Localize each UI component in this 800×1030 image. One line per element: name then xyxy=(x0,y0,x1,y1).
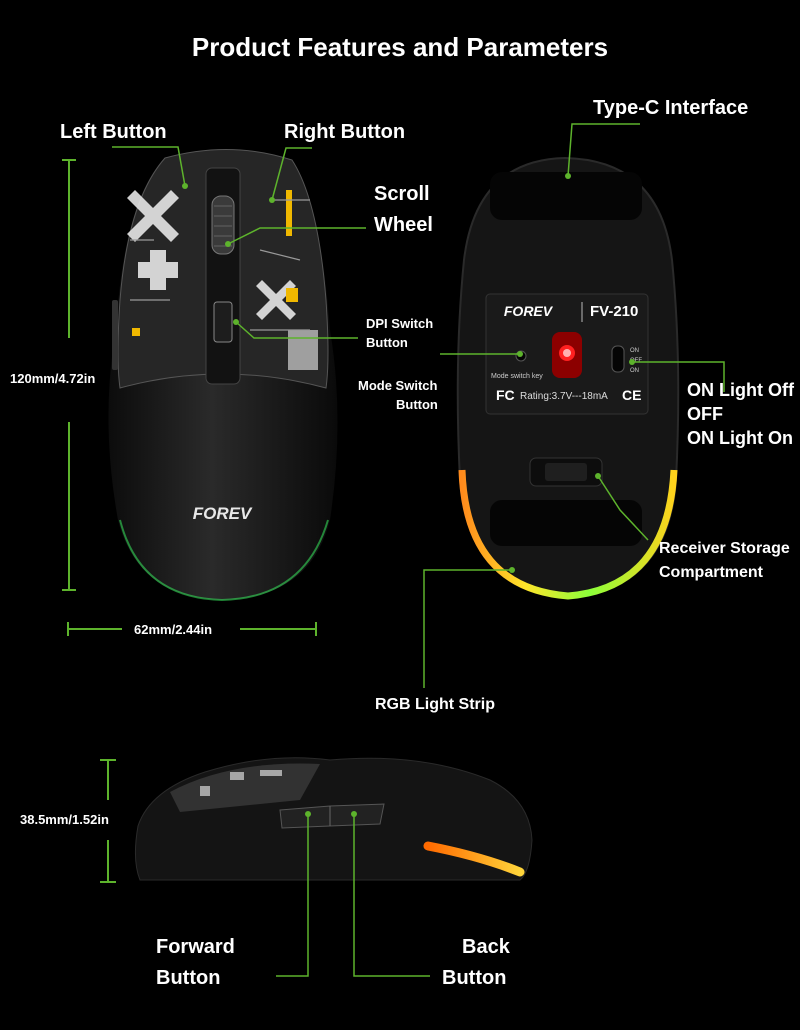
model-number: FV-210 xyxy=(590,303,638,320)
page-title: Product Features and Parameters xyxy=(191,32,609,62)
receiver-storage-label-line2: Compartment xyxy=(659,564,764,581)
mode-switch-key-label: Mode switch key xyxy=(491,373,543,380)
light-mode-1: ON Light Off xyxy=(687,380,794,400)
type-c-label: Type-C Interface xyxy=(593,97,749,119)
dpi-switch-label-line1: DPI Switch xyxy=(366,316,434,331)
leader-lines xyxy=(112,123,725,977)
forward-button-label-line2: Button xyxy=(156,967,221,989)
receiver-storage-label-line1: Receiver Storage xyxy=(659,540,790,557)
height-dimension: 38.5mm/1.52in xyxy=(20,812,109,827)
scroll-wheel-label-line1: Scroll xyxy=(374,183,430,205)
mode-switch-label-line1: Mode Switch xyxy=(358,378,438,393)
top-brand-logo: FOREV xyxy=(193,504,253,523)
switch-on-label-2: ON xyxy=(630,368,639,374)
left-button-label: Left Button xyxy=(60,121,167,143)
back-button-label-line2: Button xyxy=(442,967,507,989)
width-dimension: 62mm/2.44in xyxy=(134,622,213,637)
right-button-label: Right Button xyxy=(284,121,406,143)
mode-switch-label-line2: Button xyxy=(396,397,438,412)
side-view-mouse xyxy=(134,757,533,881)
light-mode-2: OFF xyxy=(687,404,723,424)
dpi-switch-label-line2: Button xyxy=(366,335,408,350)
fc-mark: FC xyxy=(496,387,515,403)
rating-label: Rating:3.7V---18mA xyxy=(520,391,608,402)
forward-button-label-line1: Forward xyxy=(156,936,235,958)
ce-mark: CE xyxy=(622,387,641,403)
rgb-light-strip-label: RGB Light Strip xyxy=(375,696,495,713)
back-button-label-line1: Back xyxy=(462,936,510,958)
dimension-lines xyxy=(62,159,317,883)
switch-off-label: OFF xyxy=(630,358,642,364)
light-mode-3: ON Light On xyxy=(687,428,793,448)
switch-on-label: ON xyxy=(630,348,639,354)
bottom-brand-logo: FOREV xyxy=(504,303,554,319)
leader-dots xyxy=(182,173,635,817)
scroll-wheel-label-line2: Wheel xyxy=(374,214,433,236)
bottom-view-mouse xyxy=(456,156,680,600)
length-dimension: 120mm/4.72in xyxy=(10,371,96,386)
top-view-mouse xyxy=(108,149,338,602)
